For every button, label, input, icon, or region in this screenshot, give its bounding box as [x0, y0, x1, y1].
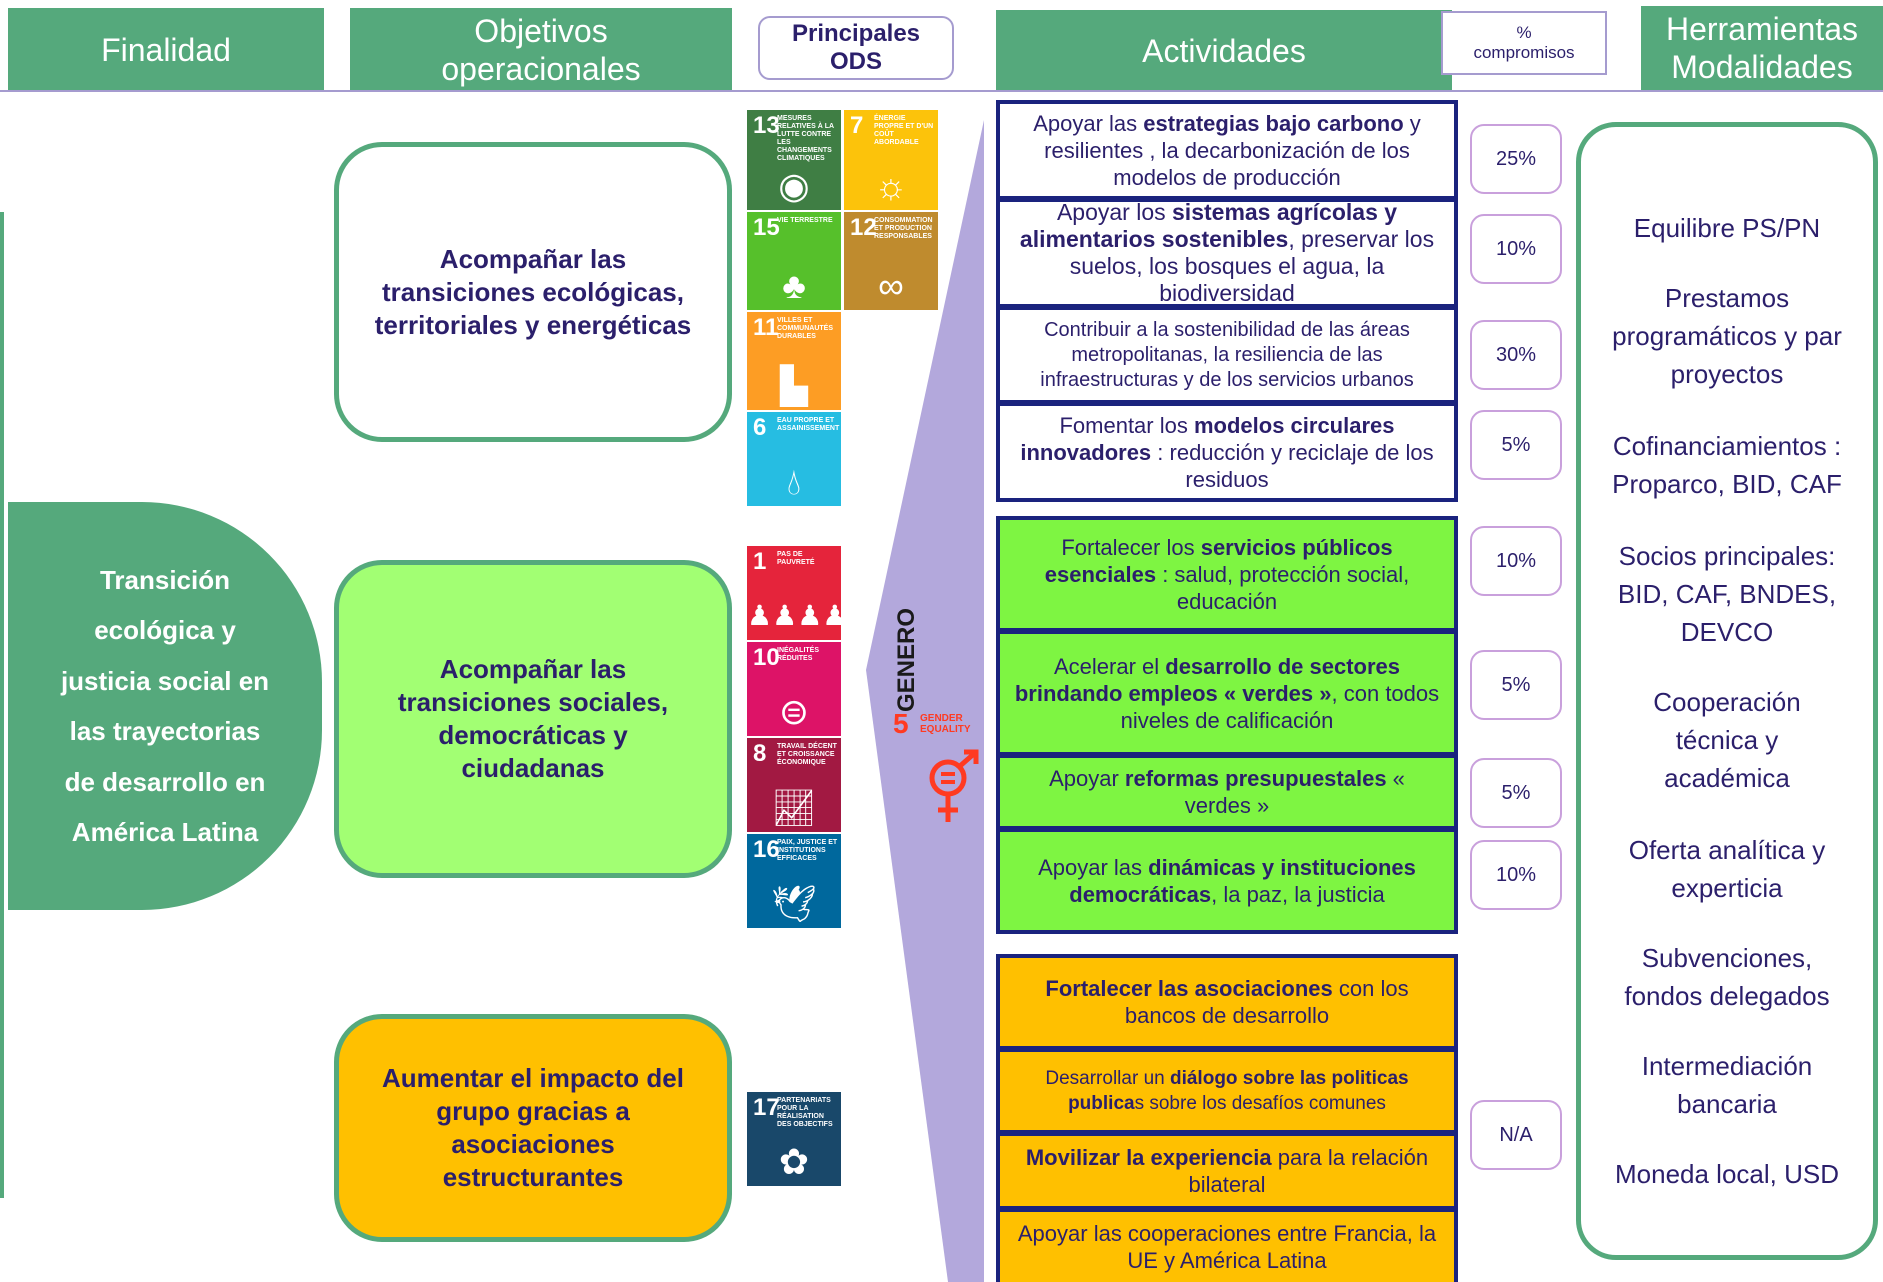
percentage-badge: 5% — [1470, 410, 1562, 480]
header-actividades: Actividades — [996, 10, 1452, 92]
sdg-number: 17 — [753, 1094, 780, 1121]
header-objetivos: Objetivos operacionales — [350, 8, 732, 92]
activity-box: Apoyar reformas presupuestales « verdes … — [996, 754, 1458, 830]
percentage-badge: 5% — [1470, 650, 1562, 720]
sdg-13-icon: 13 MESURES RELATIVES À LA LUTTE CONTRE L… — [747, 110, 841, 210]
header-herramientas: Herramientas Modalidades — [1641, 6, 1883, 90]
header-divider — [0, 90, 1883, 92]
objective-partnerships: Aumentar el impacto del grupo gracias a … — [334, 1014, 732, 1242]
sdg-label: TRAVAIL DÉCENT ET CROISSANCE ÉCONOMIQUE — [777, 743, 837, 766]
gender-equality-icon — [929, 749, 979, 822]
sdg-16-icon: 16 PAIX, JUSTICE ET INSTITUTIONS EFFICAC… — [747, 834, 841, 928]
objective-social: Acompañar las transiciones sociales, dem… — [334, 560, 732, 878]
percentage-badge: 5% — [1470, 758, 1562, 828]
activity-box: Fomentar los modelos circulares innovado… — [996, 402, 1458, 502]
percentage-badge: 30% — [1470, 320, 1562, 390]
sdg-number: 10 — [753, 644, 780, 671]
sdg-number: 16 — [753, 836, 780, 863]
sdg-15-icon: 15 VIE TERRESTRE ♣ — [747, 212, 841, 310]
header-ods: Principales ODS — [758, 16, 954, 80]
activity-box: Fortalecer las asociaciones con los banc… — [996, 954, 1458, 1050]
sdg-10-icon: 10 INÉGALITÉS RÉDUITES ⊜ — [747, 642, 841, 736]
sdg-8-icon: 8 TRAVAIL DÉCENT ET CROISSANCE ÉCONOMIQU… — [747, 738, 841, 832]
sdg-number: 6 — [753, 414, 767, 441]
activity-box: Movilizar la experiencia para la relació… — [996, 1132, 1458, 1210]
header-finalidad: Finalidad — [8, 8, 324, 92]
finalidad-left-bar — [0, 212, 4, 1198]
sdg-label: MESURES RELATIVES À LA LUTTE CONTRE LES … — [777, 115, 834, 162]
percentage-badge: 25% — [1470, 124, 1562, 194]
modality-item: Moneda local, USD — [1615, 1159, 1839, 1189]
sdg-number: 7 — [850, 112, 864, 139]
modality-item: Cooperación técnica y académica — [1653, 687, 1801, 793]
activity-box: Fortalecer los servicios públicos esenci… — [996, 516, 1458, 632]
sdg-12-icon: 12 CONSOMMATION ET PRODUCTION RESPONSABL… — [844, 212, 938, 310]
gender-label: GENERO — [893, 607, 920, 712]
sdg-number: 12 — [850, 214, 877, 241]
activity-box: Apoyar las dinámicas y instituciones dem… — [996, 828, 1458, 934]
modality-item: Cofinanciamientos : Proparco, BID, CAF — [1612, 431, 1842, 499]
modality-item: Subvenciones, fondos delegados — [1624, 943, 1830, 1011]
sdg-number: 1 — [753, 548, 767, 575]
sdg-label: CONSOMMATION ET PRODUCTION RESPONSABLES — [874, 217, 933, 240]
header-compromisos: % compromisos — [1441, 11, 1607, 75]
sdg-number: 13 — [753, 112, 780, 139]
gender-sdg-number: 5 — [893, 708, 909, 739]
sdg-number: 11 — [753, 314, 779, 341]
activity-box: Contribuir a la sostenibilidad de las ár… — [996, 306, 1458, 404]
sdg-1-icon: 1 PAS DE PAUVRETÉ ♟♟♟♟ — [747, 546, 841, 640]
activity-box: Apoyar las cooperaciones entre Francia, … — [996, 1208, 1458, 1282]
sdg-11-icon: 11 VILLES ET COMMUNAUTÉS DURABLES ▙ — [747, 312, 841, 410]
finalidad-block: Transición ecológica y justicia social e… — [8, 502, 322, 910]
gender-arrow — [866, 120, 984, 1282]
modality-item: Equilibre PS/PN — [1633, 213, 1821, 243]
sdg-label: ÉNERGIE PROPRE ET D'UN COÛT ABORDABLE — [874, 115, 934, 146]
activity-box: Desarrollar un diálogo sobre las politic… — [996, 1048, 1458, 1134]
sdg-17-icon: 17 PARTENARIATS POUR LA RÉALISATION DES … — [747, 1092, 841, 1186]
percentage-badge: N/A — [1470, 1100, 1562, 1170]
sdg-label: PAIX, JUSTICE ET INSTITUTIONS EFFICACES — [777, 839, 838, 862]
activity-box: Apoyar los sistemas agrícolas y alimenta… — [996, 198, 1458, 308]
modality-item: Prestamos programáticos y par proyectos — [1612, 283, 1842, 389]
sdg-label: EAU PROPRE ET ASSAINISSEMENT — [777, 417, 840, 432]
modality-item: Oferta analítica y experticia — [1628, 835, 1826, 903]
modality-item: Intermediación bancaria — [1641, 1051, 1813, 1119]
percentage-badge: 10% — [1470, 840, 1562, 910]
finalidad-text: Transición ecológica y justicia social e… — [60, 564, 270, 848]
objective-ecological: Acompañar las transiciones ecológicas, t… — [334, 142, 732, 442]
sdg-label: INÉGALITÉS RÉDUITES — [777, 647, 820, 662]
modalities-panel: Equilibre PS/PN Prestamos programáticos … — [1576, 122, 1878, 1260]
percentage-badge: 10% — [1470, 214, 1562, 284]
sdg-7-icon: 7 ÉNERGIE PROPRE ET D'UN COÛT ABORDABLE … — [844, 110, 938, 210]
sdg-number: 8 — [753, 740, 767, 767]
sdg-6-icon: 6 EAU PROPRE ET ASSAINISSEMENT 💧︎ — [747, 412, 841, 506]
sdg-label: PAS DE PAUVRETÉ — [777, 551, 815, 566]
sdg-label: PARTENARIATS POUR LA RÉALISATION DES OBJ… — [777, 1097, 833, 1128]
activity-box: Apoyar las estrategias bajo carbono y re… — [996, 100, 1458, 200]
activity-box: Acelerar el desarrollo de sectores brind… — [996, 630, 1458, 756]
sdg-label: VIE TERRESTRE — [777, 217, 833, 224]
sdg-number: 15 — [753, 214, 780, 241]
percentage-badge: 10% — [1470, 526, 1562, 596]
modality-item: Socios principales: BID, CAF, BNDES, DEV… — [1617, 541, 1837, 647]
sdg-label: VILLES ET COMMUNAUTÉS DURABLES — [777, 317, 833, 340]
gender-sdg-label: GENDER EQUALITY — [920, 713, 971, 735]
